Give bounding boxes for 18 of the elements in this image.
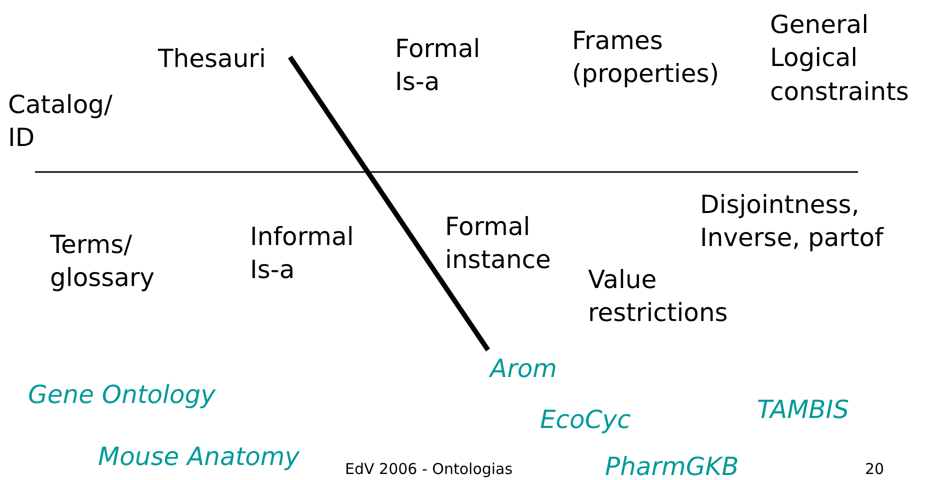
level-label: Informal Is-a (250, 221, 355, 286)
level-label: General Logical constraints (770, 9, 910, 108)
example-name: Mouse Anatomy (98, 441, 300, 473)
page-number: 20 (865, 460, 884, 480)
example-name: TAMBIS (757, 394, 850, 426)
level-label: Catalog/ ID (8, 89, 114, 154)
level-label: Disjointness, Inverse, partof (700, 189, 885, 254)
level-label: Frames (properties) (572, 25, 720, 90)
level-label: Value restrictions (588, 264, 729, 330)
example-name: EcoCyc (540, 404, 631, 436)
example-name: PharmGKB (605, 451, 739, 480)
level-label: Terms/ glossary (50, 229, 156, 294)
level-label: Formal instance (445, 211, 552, 276)
level-label: Thesauri (158, 43, 266, 75)
footer-text: EdV 2006 - Ontologias (345, 460, 513, 480)
example-name: Arom (490, 353, 558, 385)
example-name: Gene Ontology (28, 379, 216, 411)
level-label: Formal Is-a (395, 33, 482, 98)
